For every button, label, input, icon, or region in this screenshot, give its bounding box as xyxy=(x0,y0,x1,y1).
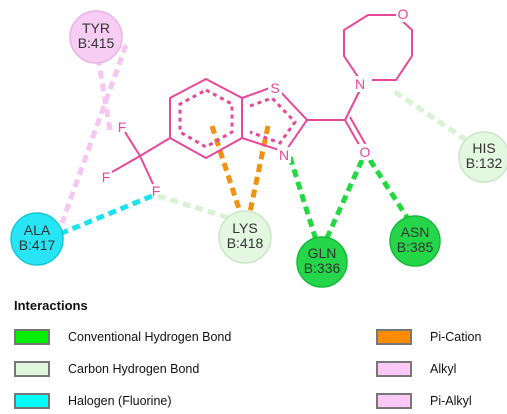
residue-ala417[interactable]: ALA B:417 xyxy=(10,212,64,266)
atom-nitrogen-thiazole: N xyxy=(279,147,289,163)
atom-sulfur: S xyxy=(270,80,279,96)
residue-disc-gln336 xyxy=(296,236,348,288)
legend-swatch-pi-cation xyxy=(376,329,412,345)
legend-item-conventional-hbond: Conventional Hydrogen Bond xyxy=(14,326,231,348)
residue-name-gln336: GLN xyxy=(308,245,337,261)
legend-label: Halogen (Fluorine) xyxy=(68,394,172,408)
legend-item-halogen: Halogen (Fluorine) xyxy=(14,390,172,412)
interactions-legend: Interactions Conventional Hydrogen Bond … xyxy=(0,290,507,414)
bond-c-f3 xyxy=(139,155,154,185)
pi-cation-line-2 xyxy=(247,125,271,213)
residue-lys418[interactable]: LYS B:418 xyxy=(218,210,272,264)
residue-name-asn385: ASN xyxy=(401,224,430,240)
residue-id-tyr415: B:415 xyxy=(78,35,115,51)
benzene-aromatic xyxy=(178,88,234,149)
atom-oxygen-carbonyl: O xyxy=(360,144,371,160)
atom-oxygen-morpholine: O xyxy=(398,6,409,22)
residue-disc-tyr415 xyxy=(69,10,123,64)
legend-item-alkyl: Alkyl xyxy=(376,358,456,380)
legend-label: Carbon Hydrogen Bond xyxy=(68,362,200,376)
hbond-line-n-gln336 xyxy=(287,156,319,241)
residue-gln336[interactable]: GLN B:336 xyxy=(296,236,348,288)
carbon-hbond-line-his132 xyxy=(393,89,480,151)
residue-asn385[interactable]: ASN B:385 xyxy=(389,215,441,267)
hbond-line-o-asn385 xyxy=(367,158,413,224)
residue-id-asn385: B:385 xyxy=(397,239,434,255)
residue-name-his132: HIS xyxy=(472,140,495,156)
legend-item-pi-alkyl: Pi-Alkyl xyxy=(376,390,472,412)
bond-c-f2 xyxy=(111,155,141,173)
residue-id-lys418: B:418 xyxy=(227,235,264,251)
halogen-line-ala417 xyxy=(61,193,153,236)
legend-item-pi-cation: Pi-Cation xyxy=(376,326,481,348)
legend-swatch-halogen xyxy=(14,393,50,409)
legend-label: Pi-Cation xyxy=(430,330,482,344)
atom-fluorine-2: F xyxy=(102,169,111,185)
bond-ring-cf3 xyxy=(139,137,171,157)
legend-swatch-conventional-hbond xyxy=(14,329,50,345)
residue-name-ala417: ALA xyxy=(24,222,51,238)
residue-id-his132: B:132 xyxy=(466,155,503,171)
atom-labels: O N S N O F F F xyxy=(102,6,410,199)
bond-c-n xyxy=(344,89,361,121)
residue-disc-lys418 xyxy=(218,210,272,264)
carbon-hbond-line-lys418 xyxy=(157,193,231,221)
residue-name-lys418: LYS xyxy=(232,220,257,236)
legend-item-carbon-hbond: Carbon Hydrogen Bond xyxy=(14,358,199,380)
thiazole-aromatic xyxy=(249,96,297,145)
residue-disc-ala417 xyxy=(10,212,64,266)
atom-fluorine-3: F xyxy=(152,183,161,199)
residue-tyr415[interactable]: TYR B:415 xyxy=(69,10,123,64)
residue-id-gln336: B:336 xyxy=(304,260,341,276)
legend-title: Interactions xyxy=(14,298,88,313)
residue-disc-his132 xyxy=(458,131,507,183)
residue-disc-asn385 xyxy=(389,215,441,267)
hbond-line-o-gln336 xyxy=(323,158,365,242)
legend-swatch-pi-alkyl xyxy=(376,393,412,409)
residue-his132[interactable]: HIS B:132 xyxy=(458,131,507,183)
alkyl-line-tyr415 xyxy=(59,44,129,224)
residue-name-tyr415: TYR xyxy=(82,20,110,36)
atom-fluorine-1: F xyxy=(118,119,127,135)
legend-label: Alkyl xyxy=(430,362,457,376)
residue-id-ala417: B:417 xyxy=(19,237,56,253)
ligand xyxy=(111,14,413,185)
bond-c-f1 xyxy=(124,131,141,157)
legend-label: Conventional Hydrogen Bond xyxy=(68,330,232,344)
legend-swatch-alkyl xyxy=(376,361,412,377)
pi-cation-line-1 xyxy=(209,125,243,213)
legend-swatch-carbon-hbond xyxy=(14,361,50,377)
interaction-diagram: O N S N O F F F TYR B:415 HIS B:132 ALA … xyxy=(10,6,507,288)
morpholine-ring xyxy=(343,14,413,81)
legend-label: Pi-Alkyl xyxy=(430,394,472,408)
atom-nitrogen-morpholine: N xyxy=(355,76,365,92)
bond-c-o-2 xyxy=(349,116,368,148)
interaction-lines xyxy=(59,44,480,242)
